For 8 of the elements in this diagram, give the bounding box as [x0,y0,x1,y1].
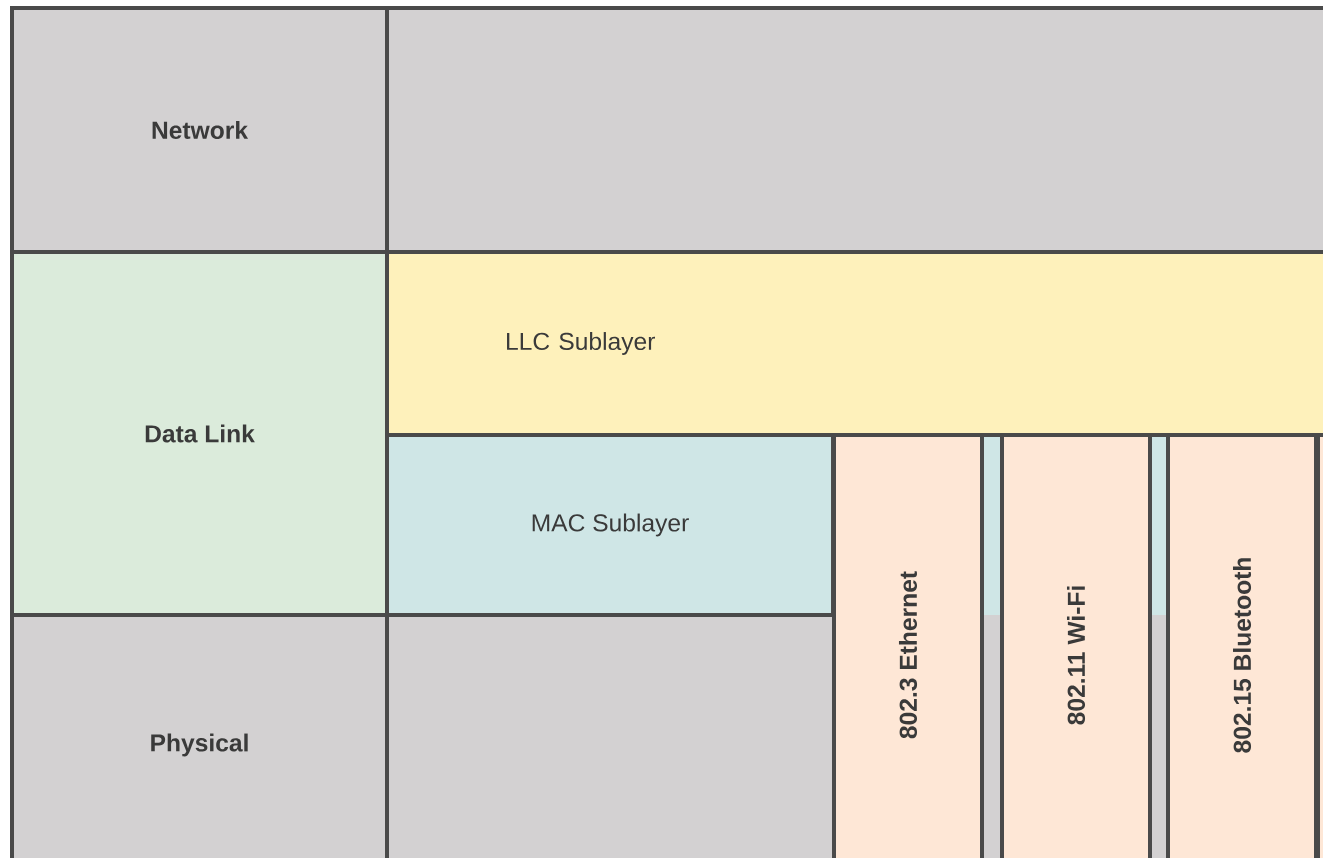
sublayer-band: LLC Sublayer [385,250,1323,437]
layer-box: Physical [10,613,389,858]
standard-column: 802.11 Wi-Fi [1000,433,1152,858]
sublayer-box: MAC Sublayer [385,433,835,617]
standard-column: 802.3 Ethernet [832,433,984,858]
layer-band [385,613,836,858]
layer-box: Data Link [10,250,389,617]
layer-box: Network [10,6,389,254]
